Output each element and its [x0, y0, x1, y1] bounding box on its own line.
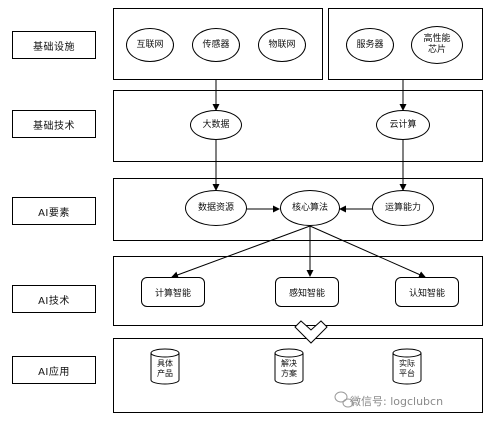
node-sensor: 传感器: [192, 28, 240, 62]
arrow-core-to-cognitive: [309, 225, 426, 278]
node-data-resource: 数据资源: [185, 190, 247, 226]
node-computational-intelligence: 计算智能: [141, 277, 205, 307]
node-product: 具体 产品: [150, 359, 180, 379]
watermark-text: 微信号: logclubcn: [350, 395, 444, 408]
node-chip: 高性能 芯片: [411, 26, 463, 64]
arrow-core-to-computational: [171, 225, 311, 279]
node-platform-line2: 平台: [399, 369, 415, 378]
wechat-icon: [334, 391, 354, 408]
node-solution-line2: 方案: [281, 369, 297, 378]
node-platform: 实际 平台: [392, 359, 422, 379]
node-internet: 互联网: [126, 28, 174, 62]
node-core-algorithm: 核心算法: [280, 190, 340, 226]
node-cognitive-intelligence: 认知智能: [395, 277, 459, 307]
node-compute-power: 运算能力: [372, 190, 434, 226]
node-platform-line1: 实际: [399, 359, 415, 368]
chevron-down-icon: [294, 320, 328, 344]
node-product-line2: 产品: [157, 369, 173, 378]
cylinder-platform: [392, 348, 422, 385]
layer-label-ai-tech: AI技术: [12, 285, 96, 313]
layer-label-ai-app: AI应用: [12, 356, 96, 384]
node-perceptual-intelligence: 感知智能: [275, 277, 339, 307]
node-cloud: 云计算: [376, 110, 430, 140]
node-solution: 解决 方案: [274, 359, 304, 379]
layer-label-elements: AI要素: [12, 197, 96, 225]
node-server: 服务器: [346, 28, 394, 62]
layer-label-technology: 基础技术: [12, 110, 96, 138]
node-product-line1: 具体: [157, 359, 173, 368]
node-chip-line2: 芯片: [427, 45, 446, 55]
layer-label-infrastructure: 基础设施: [12, 31, 96, 59]
node-chip-line1: 高性能: [423, 34, 451, 44]
node-big-data: 大数据: [190, 110, 242, 140]
cylinder-product: [150, 348, 180, 385]
node-iot: 物联网: [258, 28, 306, 62]
cylinder-solution: [274, 348, 304, 385]
node-solution-line1: 解决: [281, 359, 297, 368]
